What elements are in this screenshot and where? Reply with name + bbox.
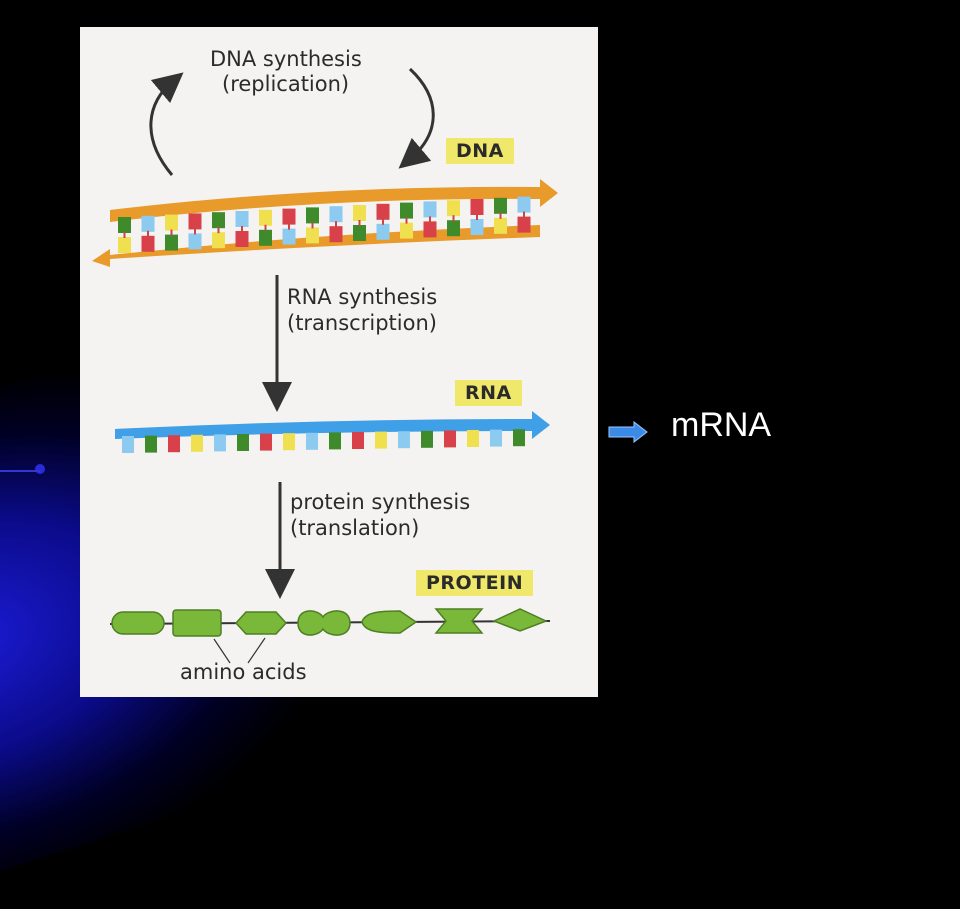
rna-base: [260, 433, 272, 451]
dna-base: [306, 207, 319, 224]
amino-acid: [361, 610, 418, 634]
dna-base: [282, 208, 296, 225]
dna-base: [259, 209, 272, 226]
rna-base: [513, 429, 525, 447]
rna-base: [329, 432, 341, 450]
label-dna-synthesis: DNA synthesis: [210, 47, 362, 71]
dna-base: [259, 229, 272, 246]
amino-acid: [297, 610, 351, 636]
amino-acid: [434, 608, 484, 634]
rna-base: [283, 433, 295, 451]
tag-rna: RNA: [455, 380, 522, 406]
amino-acid: [111, 611, 165, 635]
dna-base: [141, 215, 155, 232]
amino-acid: [172, 609, 222, 637]
label-transcription: (transcription): [287, 311, 437, 335]
dna-base: [400, 202, 413, 219]
rna-base: [375, 431, 387, 449]
label-replication: (replication): [222, 72, 350, 96]
dna-base: [188, 213, 202, 230]
background-dot: [35, 464, 45, 474]
dna-base: [212, 232, 225, 249]
dna-base: [212, 212, 225, 229]
dna-base: [494, 217, 507, 234]
dna-base: [353, 205, 366, 221]
dna-base-pairs: [118, 196, 531, 253]
rna-base: [191, 434, 203, 452]
rna-strand: [115, 411, 550, 439]
rna-base: [467, 430, 479, 447]
arrow-right-icon: [608, 421, 648, 443]
rna-base: [237, 434, 249, 451]
rna-base: [421, 430, 433, 448]
label-translation: (translation): [290, 516, 420, 540]
dna-base: [118, 217, 131, 233]
dna-double-helix: [92, 179, 558, 267]
replication-arrow-right: [398, 67, 435, 169]
rna-base: [352, 432, 364, 449]
rna-base: [145, 435, 157, 453]
rna-base: [122, 436, 134, 453]
dna-base: [447, 220, 460, 237]
dna-base: [400, 222, 413, 239]
mrna-label: mRNA: [671, 406, 772, 444]
dna-base: [376, 223, 390, 240]
central-dogma-figure: DNA synthesis (replication) DNA RNA synt…: [80, 27, 598, 697]
protein-chain: [109, 608, 551, 664]
rna-base: [398, 431, 410, 449]
background-line: [0, 470, 40, 472]
dna-base: [141, 235, 155, 252]
dna-base: [165, 214, 178, 231]
rna-strand-group: [115, 411, 550, 453]
rna-base: [214, 434, 226, 452]
dna-base: [376, 203, 390, 220]
dna-base: [470, 219, 484, 235]
rna-base: [306, 432, 318, 450]
replication-arrow-left: [149, 72, 184, 176]
amino-acid: [234, 611, 288, 635]
dna-top-strand: [110, 179, 558, 222]
dna-base: [329, 206, 343, 223]
dna-base: [447, 200, 460, 217]
dna-base: [235, 211, 249, 227]
dna-base: [517, 216, 531, 233]
tag-protein: PROTEIN: [416, 570, 534, 596]
rna-base: [444, 430, 456, 448]
dna-base: [517, 196, 531, 213]
rna-bases: [122, 429, 525, 453]
label-rna-synthesis: RNA synthesis: [287, 285, 438, 309]
dna-base: [188, 233, 202, 250]
label-protein-synthesis: protein synthesis: [290, 490, 471, 514]
dna-base: [165, 234, 178, 251]
dna-base: [470, 199, 484, 215]
tag-dna: DNA: [446, 138, 514, 164]
dna-base: [235, 231, 249, 247]
rna-base: [490, 429, 502, 447]
dna-base: [353, 225, 366, 241]
dna-base: [494, 197, 507, 214]
dna-base: [423, 201, 437, 218]
dna-base: [282, 228, 296, 245]
figure-graphics: [92, 67, 558, 664]
amino-acid-pointer: [247, 637, 266, 664]
dna-base: [118, 237, 131, 253]
rna-base: [168, 435, 180, 453]
dna-base: [423, 221, 437, 238]
amino-acid: [492, 608, 548, 632]
label-amino-acids: amino acids: [180, 660, 307, 684]
dna-base: [306, 227, 319, 244]
dna-base: [329, 226, 343, 243]
amino-acid-pointer: [213, 638, 231, 664]
